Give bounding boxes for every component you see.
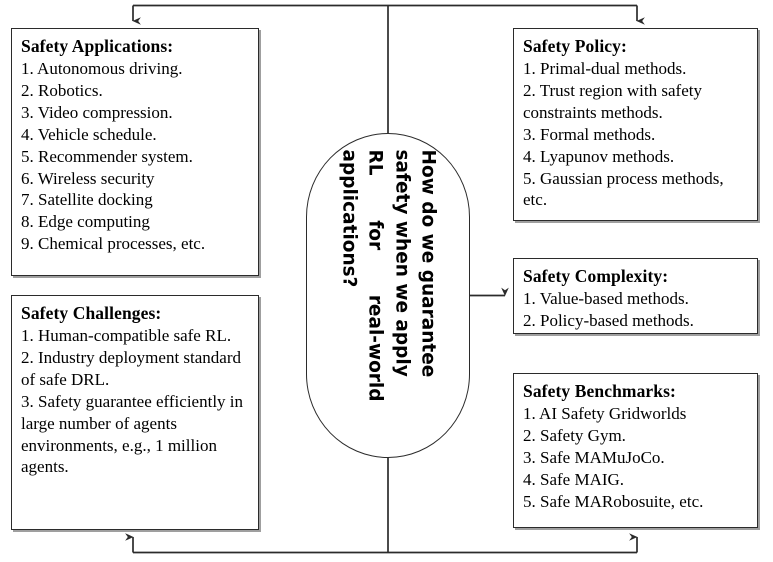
list-item: 2. Trust region with safety constraints … (523, 81, 702, 123)
list-item: 8. Edge computing (21, 212, 150, 232)
central-question-text: How do we guarantee safety when we apply… (335, 149, 440, 442)
list-item: 5. Safe MARobosuite, etc. (523, 491, 704, 511)
central-question-word-rl: RL (365, 149, 386, 176)
list-item: 4. Lyapunov methods. (523, 146, 675, 166)
list-item: 9. Chemical processes, etc. (21, 234, 206, 254)
central-question-node: How do we guarantee safety when we apply… (306, 133, 470, 458)
list-item: 3. Safety guarantee efficiently in large… (21, 391, 244, 477)
list-item: 1. Human-compatible safe RL. (21, 326, 232, 346)
central-question-line-4: applications? (338, 149, 360, 287)
box-title-safety-benchmarks: Safety Benchmarks: (523, 381, 676, 401)
central-question-line-2: safety when we apply (391, 149, 413, 377)
box-title-safety-applications: Safety Applications: (21, 36, 174, 56)
list-item: 7. Satellite docking (21, 190, 153, 210)
box-list-safety-policy: 1. Primal-dual methods. 2. Trust region … (523, 58, 748, 211)
box-list-safety-challenges: 1. Human-compatible safe RL. 2. Industry… (21, 325, 249, 478)
box-safety-challenges: Safety Challenges: 1. Human-compatible s… (11, 295, 259, 530)
list-item: 5. Recommender system. (21, 146, 193, 166)
box-title-safety-policy: Safety Policy: (523, 36, 627, 56)
list-item: 2. Policy-based methods. (523, 311, 694, 331)
box-safety-benchmarks: Safety Benchmarks: 1. AI Safety Gridworl… (513, 373, 758, 528)
central-question-word-realworld: real-world (365, 294, 386, 401)
list-item: 6. Wireless security (21, 168, 155, 188)
central-question-word-for: for (365, 219, 386, 250)
box-safety-policy: Safety Policy: 1. Primal-dual methods. 2… (513, 28, 758, 221)
central-question-line-1: How do we guarantee (417, 149, 439, 377)
list-item: 3. Formal methods. (523, 124, 656, 144)
list-item: 1. Autonomous driving. (21, 59, 183, 79)
box-list-safety-benchmarks: 1. AI Safety Gridworlds 2. Safety Gym. 3… (523, 403, 748, 512)
box-title-safety-challenges: Safety Challenges: (21, 303, 162, 323)
list-item: 2. Safety Gym. (523, 426, 626, 446)
central-question-line-3: RL for real-world (362, 149, 388, 401)
box-list-safety-applications: 1. Autonomous driving. 2. Robotics. 3. V… (21, 58, 249, 255)
list-item: 2. Industry deployment standard of safe … (21, 348, 242, 390)
list-item: 5. Gaussian process methods, etc. (523, 168, 724, 210)
box-title-safety-complexity: Safety Complexity: (523, 266, 669, 286)
list-item: 3. Safe MAMuJoCo. (523, 448, 665, 468)
list-item: 1. Primal-dual methods. (523, 59, 687, 79)
box-safety-complexity: Safety Complexity: 1. Value-based method… (513, 258, 758, 334)
list-item: 4. Vehicle schedule. (21, 124, 157, 144)
list-item: 3. Video compression. (21, 103, 173, 123)
list-item: 2. Robotics. (21, 81, 103, 101)
list-item: 4. Safe MAIG. (523, 469, 625, 489)
box-safety-applications: Safety Applications: 1. Autonomous drivi… (11, 28, 259, 276)
list-item: 1. AI Safety Gridworlds (523, 404, 687, 424)
list-item: 1. Value-based methods. (523, 289, 689, 309)
box-list-safety-complexity: 1. Value-based methods. 2. Policy-based … (523, 288, 748, 332)
